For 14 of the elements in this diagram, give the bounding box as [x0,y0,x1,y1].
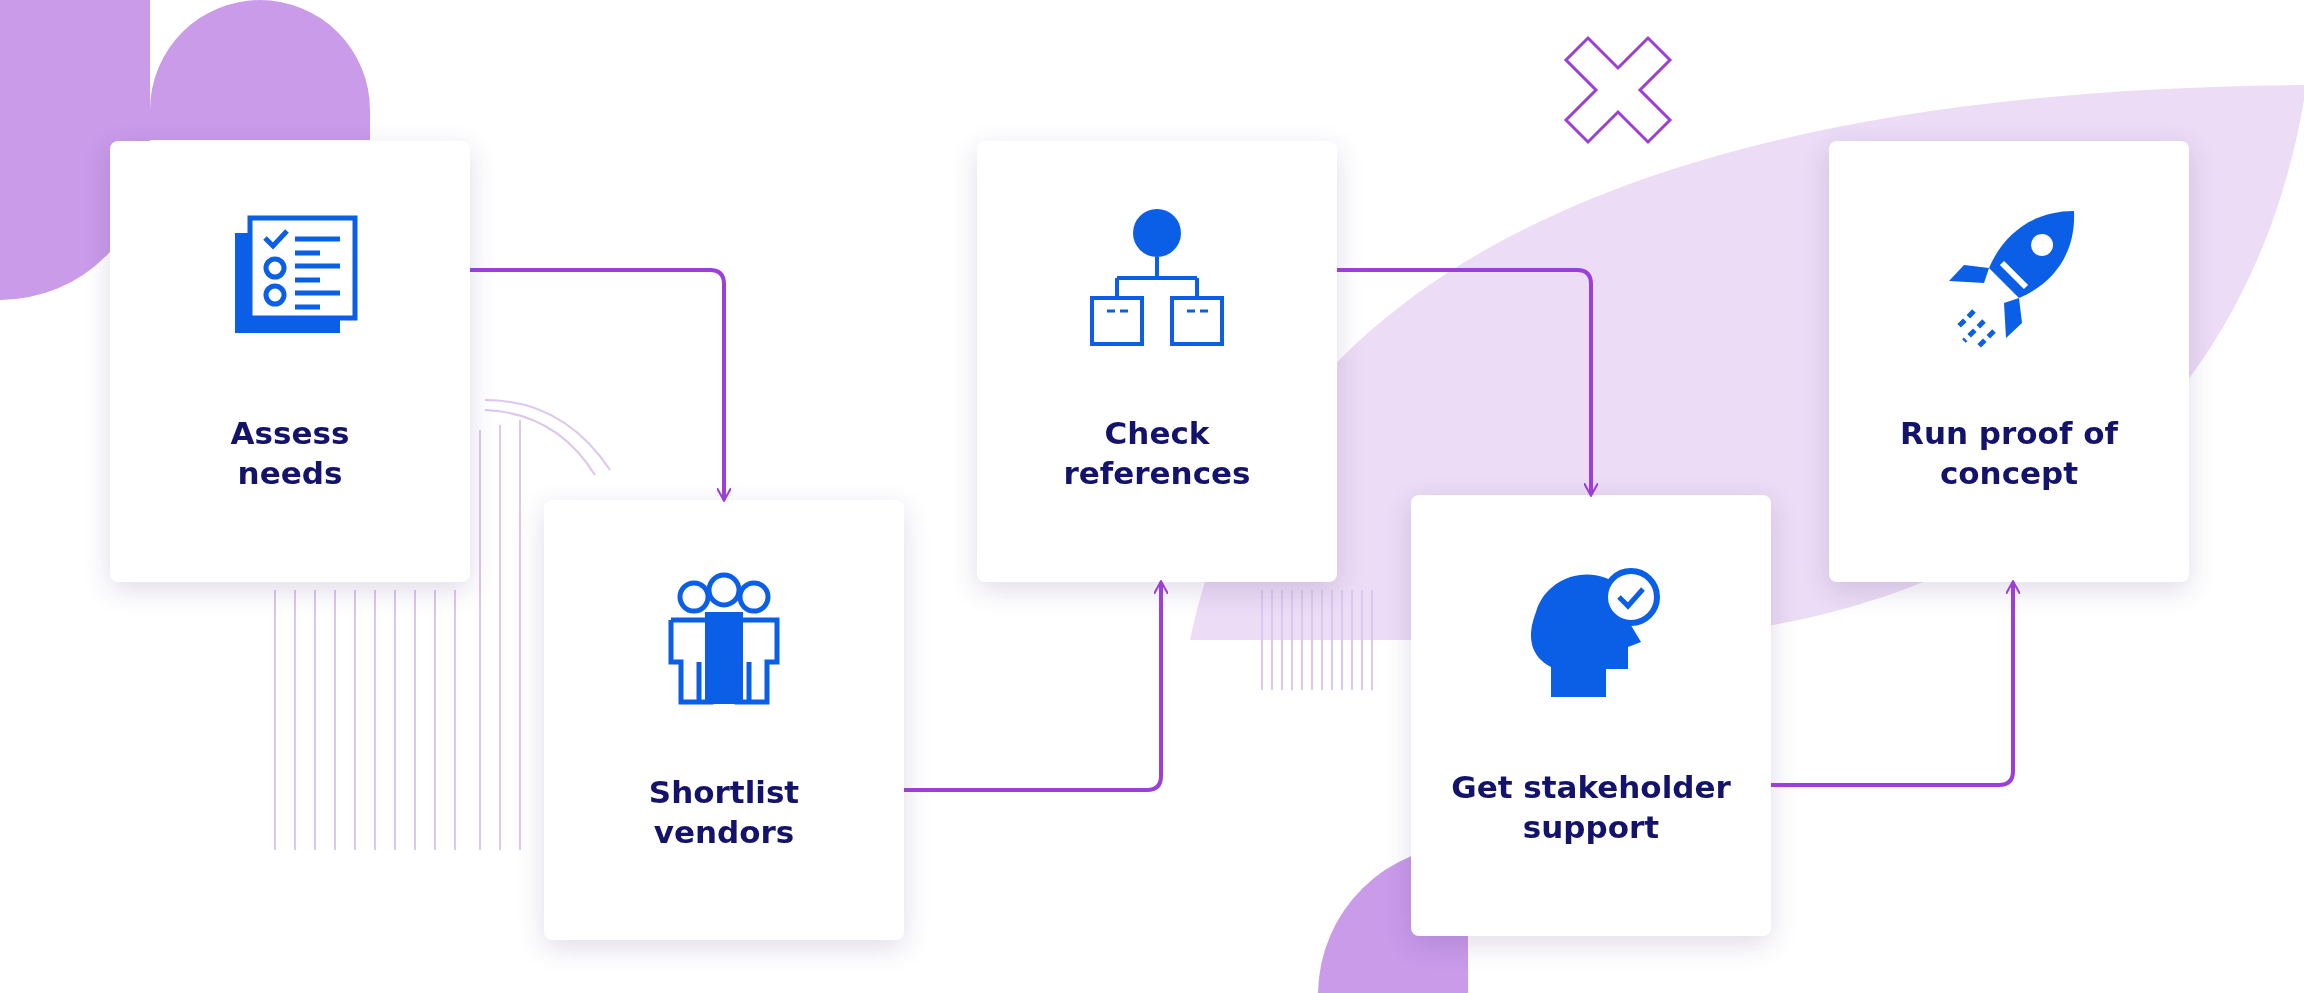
step-title: Check references [1062,414,1252,493]
step-title: Get stakeholder support [1450,768,1732,847]
step-card [544,500,904,940]
step-card [110,141,470,582]
step-title: Assess needs [229,414,351,493]
step-title: Run proof of concept [1899,414,2119,493]
step-card [1411,495,1771,936]
arrow [904,580,1170,792]
arrow [1771,580,2022,787]
arrow [1337,268,1600,497]
step-card [977,141,1337,582]
step-card [1829,141,2189,582]
step-title: Shortlist vendors [647,773,801,852]
arrow [470,268,733,502]
